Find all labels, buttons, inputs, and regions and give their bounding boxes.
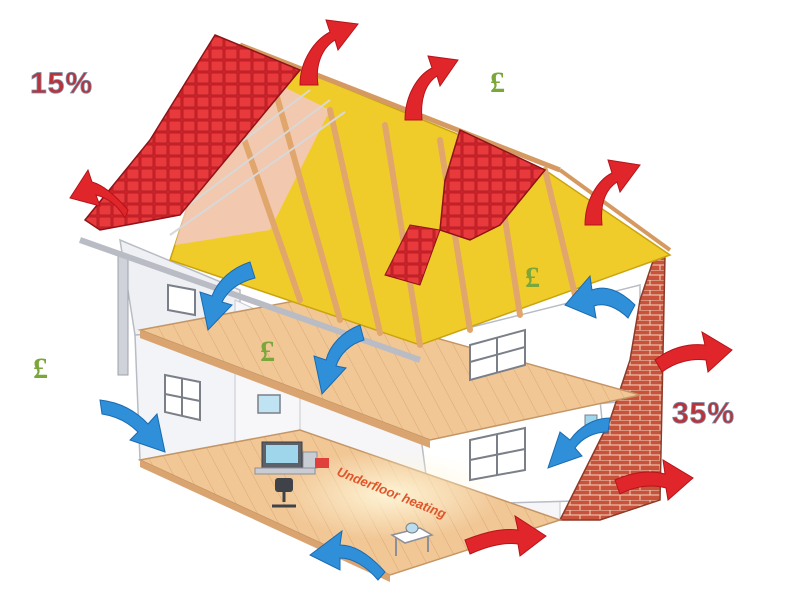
- roof-tiles-left: [83, 34, 302, 231]
- red-arrow-icon: [404, 55, 459, 121]
- wall-picture: [257, 394, 281, 414]
- blue-arrow-icon: [564, 274, 636, 319]
- red-arrow-icon: [584, 159, 641, 226]
- blue-arrow-icon: [309, 529, 386, 581]
- red-arrow-icon: [614, 459, 694, 501]
- underfloor-heating-glow: [280, 450, 500, 540]
- red-arrow-icon: [299, 19, 359, 86]
- red-arrow-icon: [69, 168, 129, 220]
- brick-wall-section: [558, 254, 666, 521]
- wall-heat-loss-label: 35%: [672, 397, 735, 430]
- red-arrow-icon: [464, 514, 547, 557]
- window-icon: [469, 328, 526, 382]
- side-table-icon: [390, 522, 434, 556]
- red-arrow-icon: [654, 330, 733, 373]
- computer-icon: [254, 441, 318, 475]
- window-icon: [469, 426, 526, 482]
- roof-tiles-right: [439, 128, 547, 241]
- blue-arrow-icon: [313, 324, 365, 396]
- office-chair-icon: [272, 478, 296, 508]
- blue-arrow-icon: [547, 417, 611, 469]
- blue-arrow-icon: [99, 399, 166, 453]
- window-icon: [164, 373, 201, 422]
- pound-sign-icon: £: [260, 335, 275, 368]
- blue-arrow-icon: [199, 261, 256, 332]
- pound-sign-icon: £: [525, 261, 540, 294]
- pound-sign-icon: £: [33, 352, 48, 385]
- roof-heat-loss-label: 15%: [30, 67, 93, 100]
- window-icon: [167, 283, 196, 317]
- radiator: [315, 458, 329, 468]
- pound-sign-icon: £: [490, 66, 505, 99]
- upper-floor-edge: [140, 330, 430, 448]
